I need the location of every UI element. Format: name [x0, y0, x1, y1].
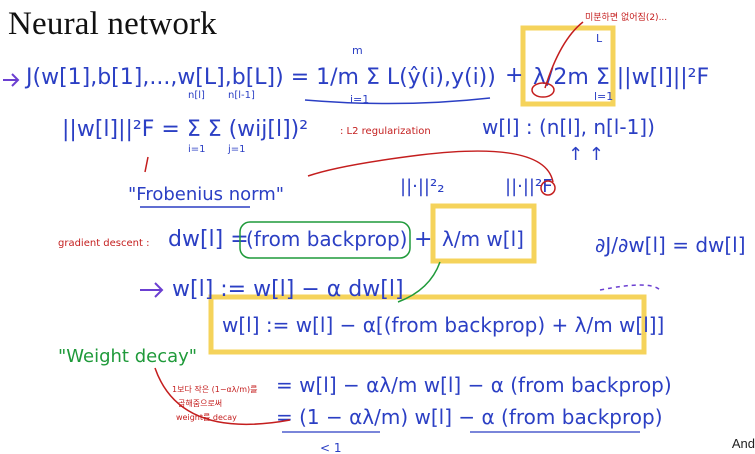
- red-note-top: 미분하면 없어짐(2)...: [585, 12, 667, 23]
- green-link-arrow: [397, 261, 441, 303]
- reg-sum-top: L: [596, 32, 603, 45]
- w-shape: w[l] : (n[l], n[l-1]): [482, 115, 655, 139]
- frob-i-top: n[l]: [188, 90, 205, 101]
- frobenius-label: "Frobenius norm": [128, 184, 284, 205]
- frobenius-definition: ||w[l]||²F = Σ Σ (wij[l])²: [62, 117, 308, 142]
- arrow-icon: [3, 73, 164, 298]
- dw-lhs: dw[l] =: [168, 227, 249, 252]
- gradient-label: gradient descent :: [58, 238, 149, 249]
- red-circle-2: [531, 82, 555, 98]
- norm-2: ||·||²₂: [400, 176, 444, 197]
- partial-underline: [599, 284, 661, 291]
- shape-arrows: ↑ ↑: [568, 144, 604, 165]
- frob-j-bottom: j=1: [227, 144, 246, 155]
- partial-derivative: ∂J/∂w[l] = dw[l]: [595, 233, 746, 257]
- red-note-bottom: 1보다 작은 (1−αλ/m)를 곱해줌으로써 weight를 decay: [172, 384, 258, 422]
- l2-note: : L2 regularization: [340, 126, 431, 137]
- slide-credit: And: [731, 436, 755, 451]
- highlight-box-update: [208, 294, 647, 355]
- highlight-box-dw-reg: [430, 203, 537, 264]
- cost-underline: [304, 97, 491, 105]
- reg-sum-bottom: l=1: [594, 90, 613, 103]
- decay-line-1: = w[l] − αλ/m w[l] − α (from backprop): [276, 373, 672, 397]
- red-circle-f: [540, 180, 556, 196]
- decay-line-2: = (1 − αλ/m) w[l] − α (from backprop): [276, 405, 663, 429]
- frob-i-bottom: i=1: [188, 144, 206, 155]
- cost-sum-top: m: [352, 44, 363, 57]
- red-note-top-arrow: [544, 21, 584, 89]
- reg-plus: +: [505, 63, 523, 88]
- red-link-arrow: [307, 150, 554, 183]
- backprop-box: [239, 221, 411, 259]
- red-arrow-up: [144, 156, 149, 173]
- frob-j-top: n[l-1]: [228, 90, 255, 101]
- norm-f: ||·||²F: [505, 176, 553, 197]
- highlight-box-reg-term: [520, 25, 616, 107]
- reg-term: λ/2m Σ ||w[l]||²F: [533, 65, 709, 90]
- slide-title: Neural network: [8, 6, 217, 42]
- update-rule: w[l] := w[l] − α dw[l]: [172, 277, 404, 302]
- cost-function: J(w[1],b[1],...,w[L],b[L]) = 1/m Σ L(ŷ(i…: [24, 65, 496, 90]
- less-than-one: < 1: [320, 441, 342, 454]
- red-note-bottom-line: 1보다 작은 (1−αλ/m)를: [172, 384, 258, 394]
- dw-reg: λ/m w[l]: [442, 227, 524, 251]
- red-note-bottom-line: weight를 decay: [176, 413, 237, 422]
- weight-decay-label: "Weight decay": [58, 346, 197, 367]
- dw-backprop: (from backprop): [246, 227, 407, 251]
- dw-plus: +: [414, 227, 432, 252]
- red-bottom-arrow: [154, 367, 291, 426]
- update-expanded: w[l] := w[l] − α[(from backprop) + λ/m w…: [222, 313, 664, 337]
- red-note-bottom-line: 곱해줌으로써: [178, 398, 222, 408]
